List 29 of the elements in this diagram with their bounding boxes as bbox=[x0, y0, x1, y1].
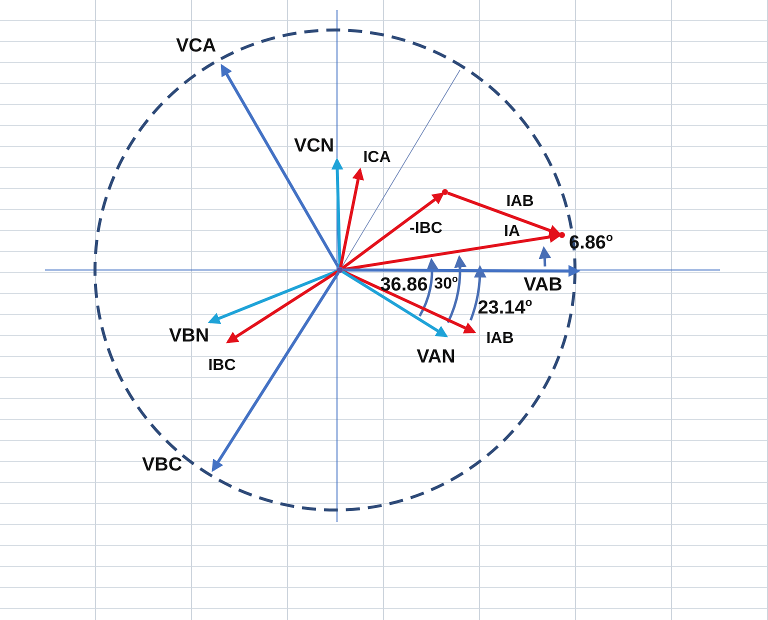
vector-point bbox=[559, 232, 565, 238]
edge-label: IAB bbox=[486, 331, 514, 347]
edge-label: VCN bbox=[294, 136, 334, 156]
edge-label: VCA bbox=[176, 36, 216, 56]
phasor-arrow bbox=[342, 270, 476, 334]
edge-label: IA bbox=[504, 224, 520, 240]
phasor-arrow bbox=[226, 270, 338, 344]
edge-label: VAB bbox=[524, 276, 562, 294]
phasor-arrow bbox=[342, 231, 562, 272]
phasor-arrow bbox=[342, 270, 448, 338]
angle-label: 30$^{o}$ bbox=[434, 275, 458, 293]
edge-label: IAB bbox=[506, 194, 534, 210]
edge-label: IBC bbox=[208, 358, 236, 374]
angle-label: 23.14$^{o}$ bbox=[478, 298, 532, 318]
edge-label: ICA bbox=[363, 150, 391, 166]
phasor-arrow bbox=[343, 264, 580, 277]
vector-point bbox=[442, 189, 448, 195]
edge-label: VBC bbox=[142, 456, 182, 474]
phasor-arrow bbox=[331, 158, 344, 268]
phasor-arrow bbox=[342, 192, 445, 270]
angle-label: 36.86 bbox=[380, 276, 428, 294]
phasor-arrow bbox=[447, 192, 562, 236]
edge-label: VAN bbox=[416, 348, 456, 366]
edge-label: -IBC bbox=[410, 221, 442, 237]
phasor-arrow bbox=[339, 168, 364, 268]
phasor-arrow bbox=[212, 272, 340, 472]
edge-label: VBN bbox=[168, 326, 210, 346]
phasor-arrow bbox=[220, 64, 340, 268]
phasor-arrow bbox=[208, 270, 338, 324]
